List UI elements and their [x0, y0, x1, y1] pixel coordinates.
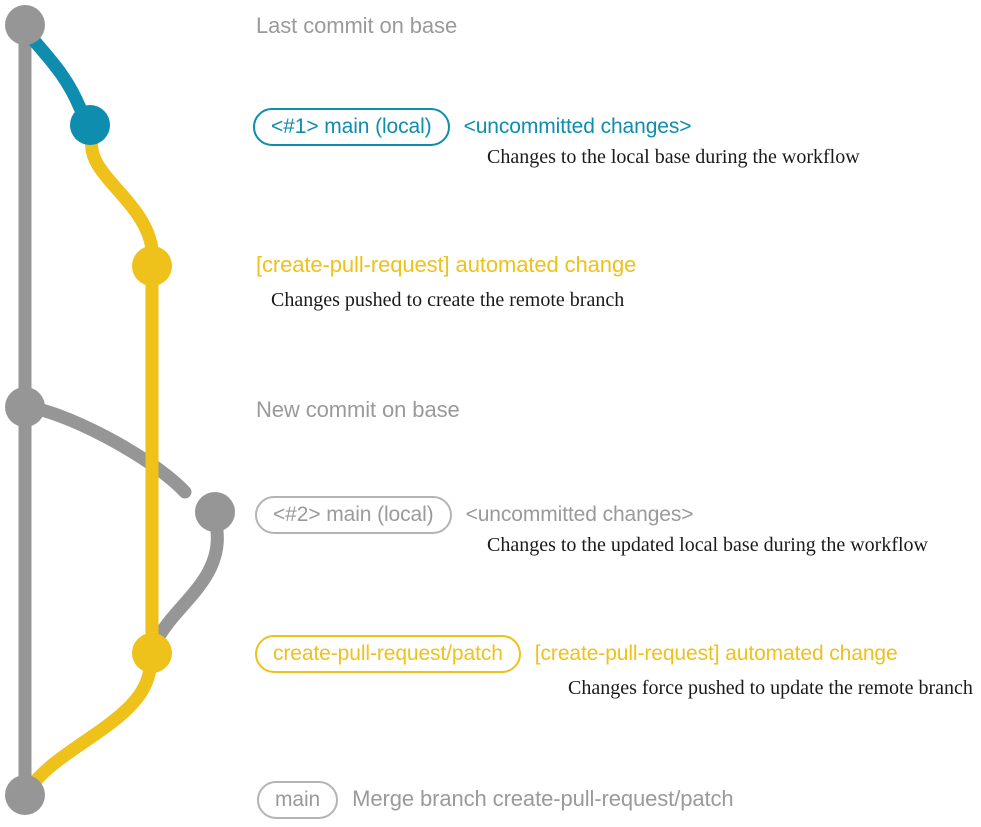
patch-to-merge-curve: [23, 661, 157, 795]
commit-row-local-change-2: <#2> main (local) <uncommitted changes>: [255, 496, 694, 534]
commit-note-local-change-1: Changes to the local base during the wor…: [487, 146, 860, 168]
commit-subject-merge-commit: Merge branch create-pull-request/patch: [352, 786, 734, 811]
commit-row-automated-change-2: create-pull-request/patch [create-pull-r…: [255, 635, 898, 673]
branch-pill-main[interactable]: main: [257, 781, 339, 819]
commit-note-automated-change-2: Changes force pushed to update the remot…: [568, 677, 973, 699]
commit-subject-local-change-1: <uncommitted changes>: [463, 115, 692, 138]
commit-node-base-new[interactable]: [5, 387, 45, 427]
local1-to-remote1-curve: [85, 133, 159, 256]
commit-subject-local-change-2: <uncommitted changes>: [465, 503, 694, 526]
commit-note-local-change-2: Changes to the updated local base during…: [487, 534, 928, 556]
commit-node-base-merge[interactable]: [5, 775, 45, 815]
commit-node-base-last[interactable]: [5, 5, 45, 45]
commit-node-local-2[interactable]: [195, 492, 235, 532]
local2-to-patch-curve: [150, 524, 224, 647]
commit-subject-automated-change-2: [create-pull-request] automated change: [534, 642, 898, 665]
commit-note-automated-change-1: Changes pushed to create the remote bran…: [271, 289, 625, 311]
commit-subject-last-commit-on-base: Last commit on base: [256, 13, 458, 38]
commit-row-local-change-1: <#1> main (local) <uncommitted changes>: [253, 108, 692, 146]
branch-pill-create-pull-request-patch[interactable]: create-pull-request/patch: [255, 635, 521, 673]
commit-node-remote-2[interactable]: [132, 633, 172, 673]
commit-row-merge-commit: main Merge branch create-pull-request/pa…: [257, 781, 734, 819]
branch-pill-main-local-2[interactable]: <#2> main (local): [255, 496, 452, 534]
commit-subject-new-commit-on-base: New commit on base: [256, 397, 460, 422]
commit-subject-automated-change-1: [create-pull-request] automated change: [256, 252, 637, 277]
commit-node-local-1[interactable]: [70, 105, 110, 145]
commit-node-remote-1[interactable]: [132, 246, 172, 286]
branch-pill-main-local-1[interactable]: <#1> main (local): [253, 108, 450, 146]
